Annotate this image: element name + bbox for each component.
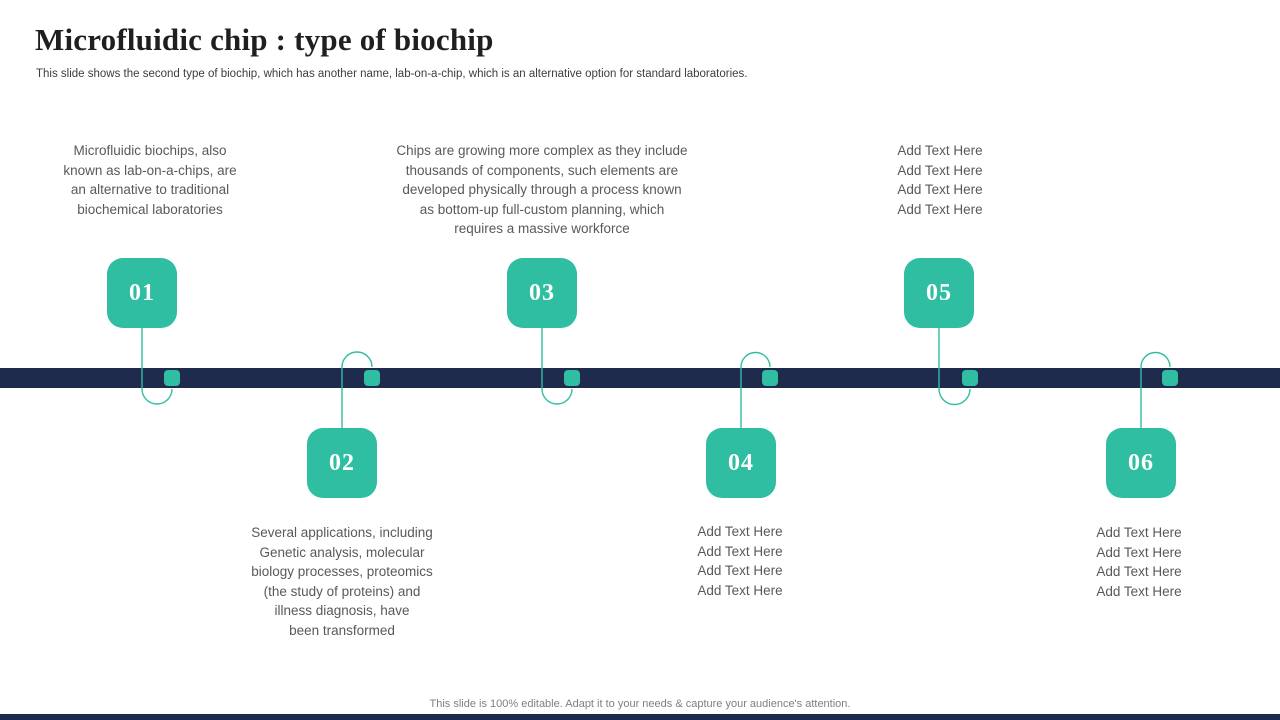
node-04-number: 04 (728, 449, 754, 476)
timeline-bar (0, 368, 1280, 388)
item-03-description: Chips are growing more complex as they i… (396, 143, 688, 236)
timeline-node-05[interactable]: 05 (904, 258, 974, 328)
node-02-number: 02 (329, 449, 355, 476)
slide-subtitle: This slide shows the second type of bioc… (36, 68, 748, 80)
bottom-accent-bar (0, 714, 1280, 720)
timeline-marker-05 (962, 370, 978, 386)
connector-01 (141, 328, 173, 405)
timeline-node-06[interactable]: 06 (1106, 428, 1176, 498)
timeline-node-01[interactable]: 01 (107, 258, 177, 328)
timeline-marker-01 (164, 370, 180, 386)
timeline-node-04[interactable]: 04 (706, 428, 776, 498)
footer-note: This slide is 100% editable. Adapt it to… (429, 698, 851, 710)
node-01-number: 01 (129, 279, 155, 306)
node-05-number: 05 (926, 279, 952, 306)
connector-05 (938, 328, 971, 406)
connector-02 (341, 351, 373, 428)
connector-04 (740, 351, 771, 428)
page-title: Microfluidic chip : type of biochip (35, 22, 494, 57)
timeline-marker-02 (364, 370, 380, 386)
timeline-marker-03 (564, 370, 580, 386)
timeline-marker-06 (1162, 370, 1178, 386)
timeline-marker-04 (762, 370, 778, 386)
timeline-node-02[interactable]: 02 (307, 428, 377, 498)
connector-06 (1140, 351, 1171, 428)
connector-03 (541, 328, 573, 405)
node-03-number: 03 (529, 279, 555, 306)
node-06-number: 06 (1128, 449, 1154, 476)
timeline-node-03[interactable]: 03 (507, 258, 577, 328)
